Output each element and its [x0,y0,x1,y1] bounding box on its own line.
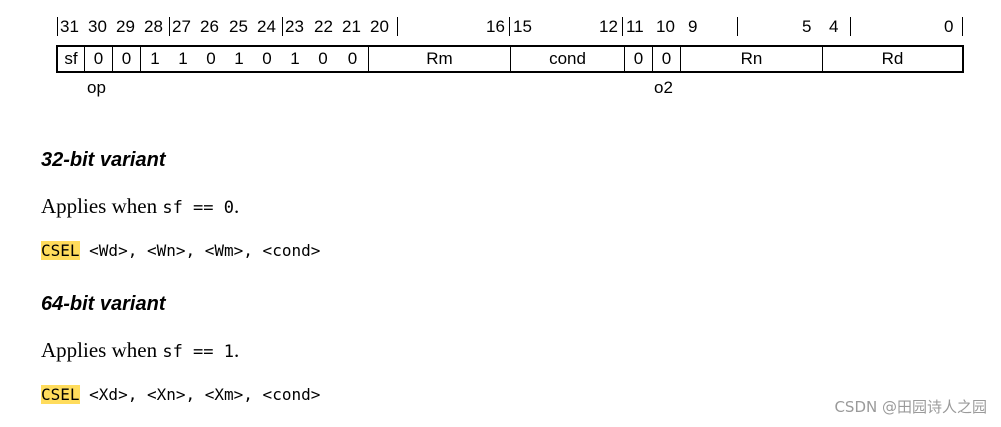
applies-code: sf == 1 [162,342,234,362]
applies-suffix: . [233,338,240,362]
bit-number-4: 4 [829,17,839,36]
bit-number-11: 11 [626,17,644,36]
bit-number-9: 9 [688,17,698,36]
field-bit-27: 1 [178,49,188,68]
mnemonic-csel: CSEL [41,385,80,404]
field-label-o2: o2 [654,78,673,97]
applies-prefix: Applies when [41,338,163,362]
applies-condition: Applies when sf == 1. [41,338,239,364]
field-bit-28: 1 [150,49,160,68]
field-bit-11: 0 [625,47,653,71]
watermark: CSDN @田园诗人之园 [834,398,987,416]
bit-number-29: 29 [116,17,135,36]
bit-separator [57,17,58,36]
encoding-table: sf 0 0 1 1 0 1 0 1 0 0 Rm cond 0 0 Rn Rd [56,45,964,73]
bit-number-23: 23 [285,17,304,36]
field-cond: cond [511,47,625,71]
field-bit-29: 0 [113,47,141,71]
bit-number-21: 21 [342,17,361,36]
bit-number-24: 24 [257,17,276,36]
assembly-syntax: CSEL <Xd>, <Xn>, <Xm>, <cond> [41,384,320,406]
bit-number-0: 0 [944,17,954,36]
field-rn: Rn [681,47,823,71]
bit-number-28: 28 [144,17,163,36]
field-sf: sf [58,47,85,71]
field-bit-23: 1 [290,49,300,68]
bit-separator [962,17,963,36]
bit-number-22: 22 [314,17,333,36]
bit-number-20: 20 [370,17,389,36]
bit-number-16: 16 [486,17,505,36]
bit-number-26: 26 [200,17,219,36]
bit-separator [509,17,510,36]
mnemonic-csel: CSEL [41,241,80,260]
variant-heading: 32-bit variant [41,149,166,171]
field-bit-30: 0 [85,47,113,71]
bit-number-30: 30 [88,17,107,36]
applies-prefix: Applies when [41,194,163,218]
bit-number-27: 27 [172,17,191,36]
operand-list: <Wd>, <Wn>, <Wm>, <cond> [79,241,321,260]
bit-number-5: 5 [802,17,812,36]
field-bit-24: 0 [262,49,272,68]
bit-separator [169,17,170,36]
variant-heading: 64-bit variant [41,293,166,315]
bit-separator [850,17,851,36]
bit-number-31: 31 [60,17,79,36]
bit-number-12: 12 [599,17,618,36]
field-bit-22: 0 [318,49,328,68]
bit-separator [737,17,738,36]
field-bit-26: 0 [206,49,216,68]
bit-separator [622,17,623,36]
field-label-op: op [87,78,106,97]
bit-number-25: 25 [229,17,248,36]
operand-list: <Xd>, <Xn>, <Xm>, <cond> [79,385,321,404]
bit-number-15: 15 [513,17,532,36]
applies-suffix: . [233,194,240,218]
assembly-syntax: CSEL <Wd>, <Wn>, <Wm>, <cond> [41,240,320,262]
field-rm: Rm [369,47,511,71]
bit-separator [282,17,283,36]
bit-separator [397,17,398,36]
applies-code: sf == 0 [162,198,234,218]
applies-condition: Applies when sf == 0. [41,194,239,220]
field-rd: Rd [881,49,904,68]
field-bit-21: 0 [337,47,369,71]
bit-number-10: 10 [656,17,675,36]
field-bit-25: 1 [234,49,244,68]
field-bit-10: 0 [653,47,681,71]
